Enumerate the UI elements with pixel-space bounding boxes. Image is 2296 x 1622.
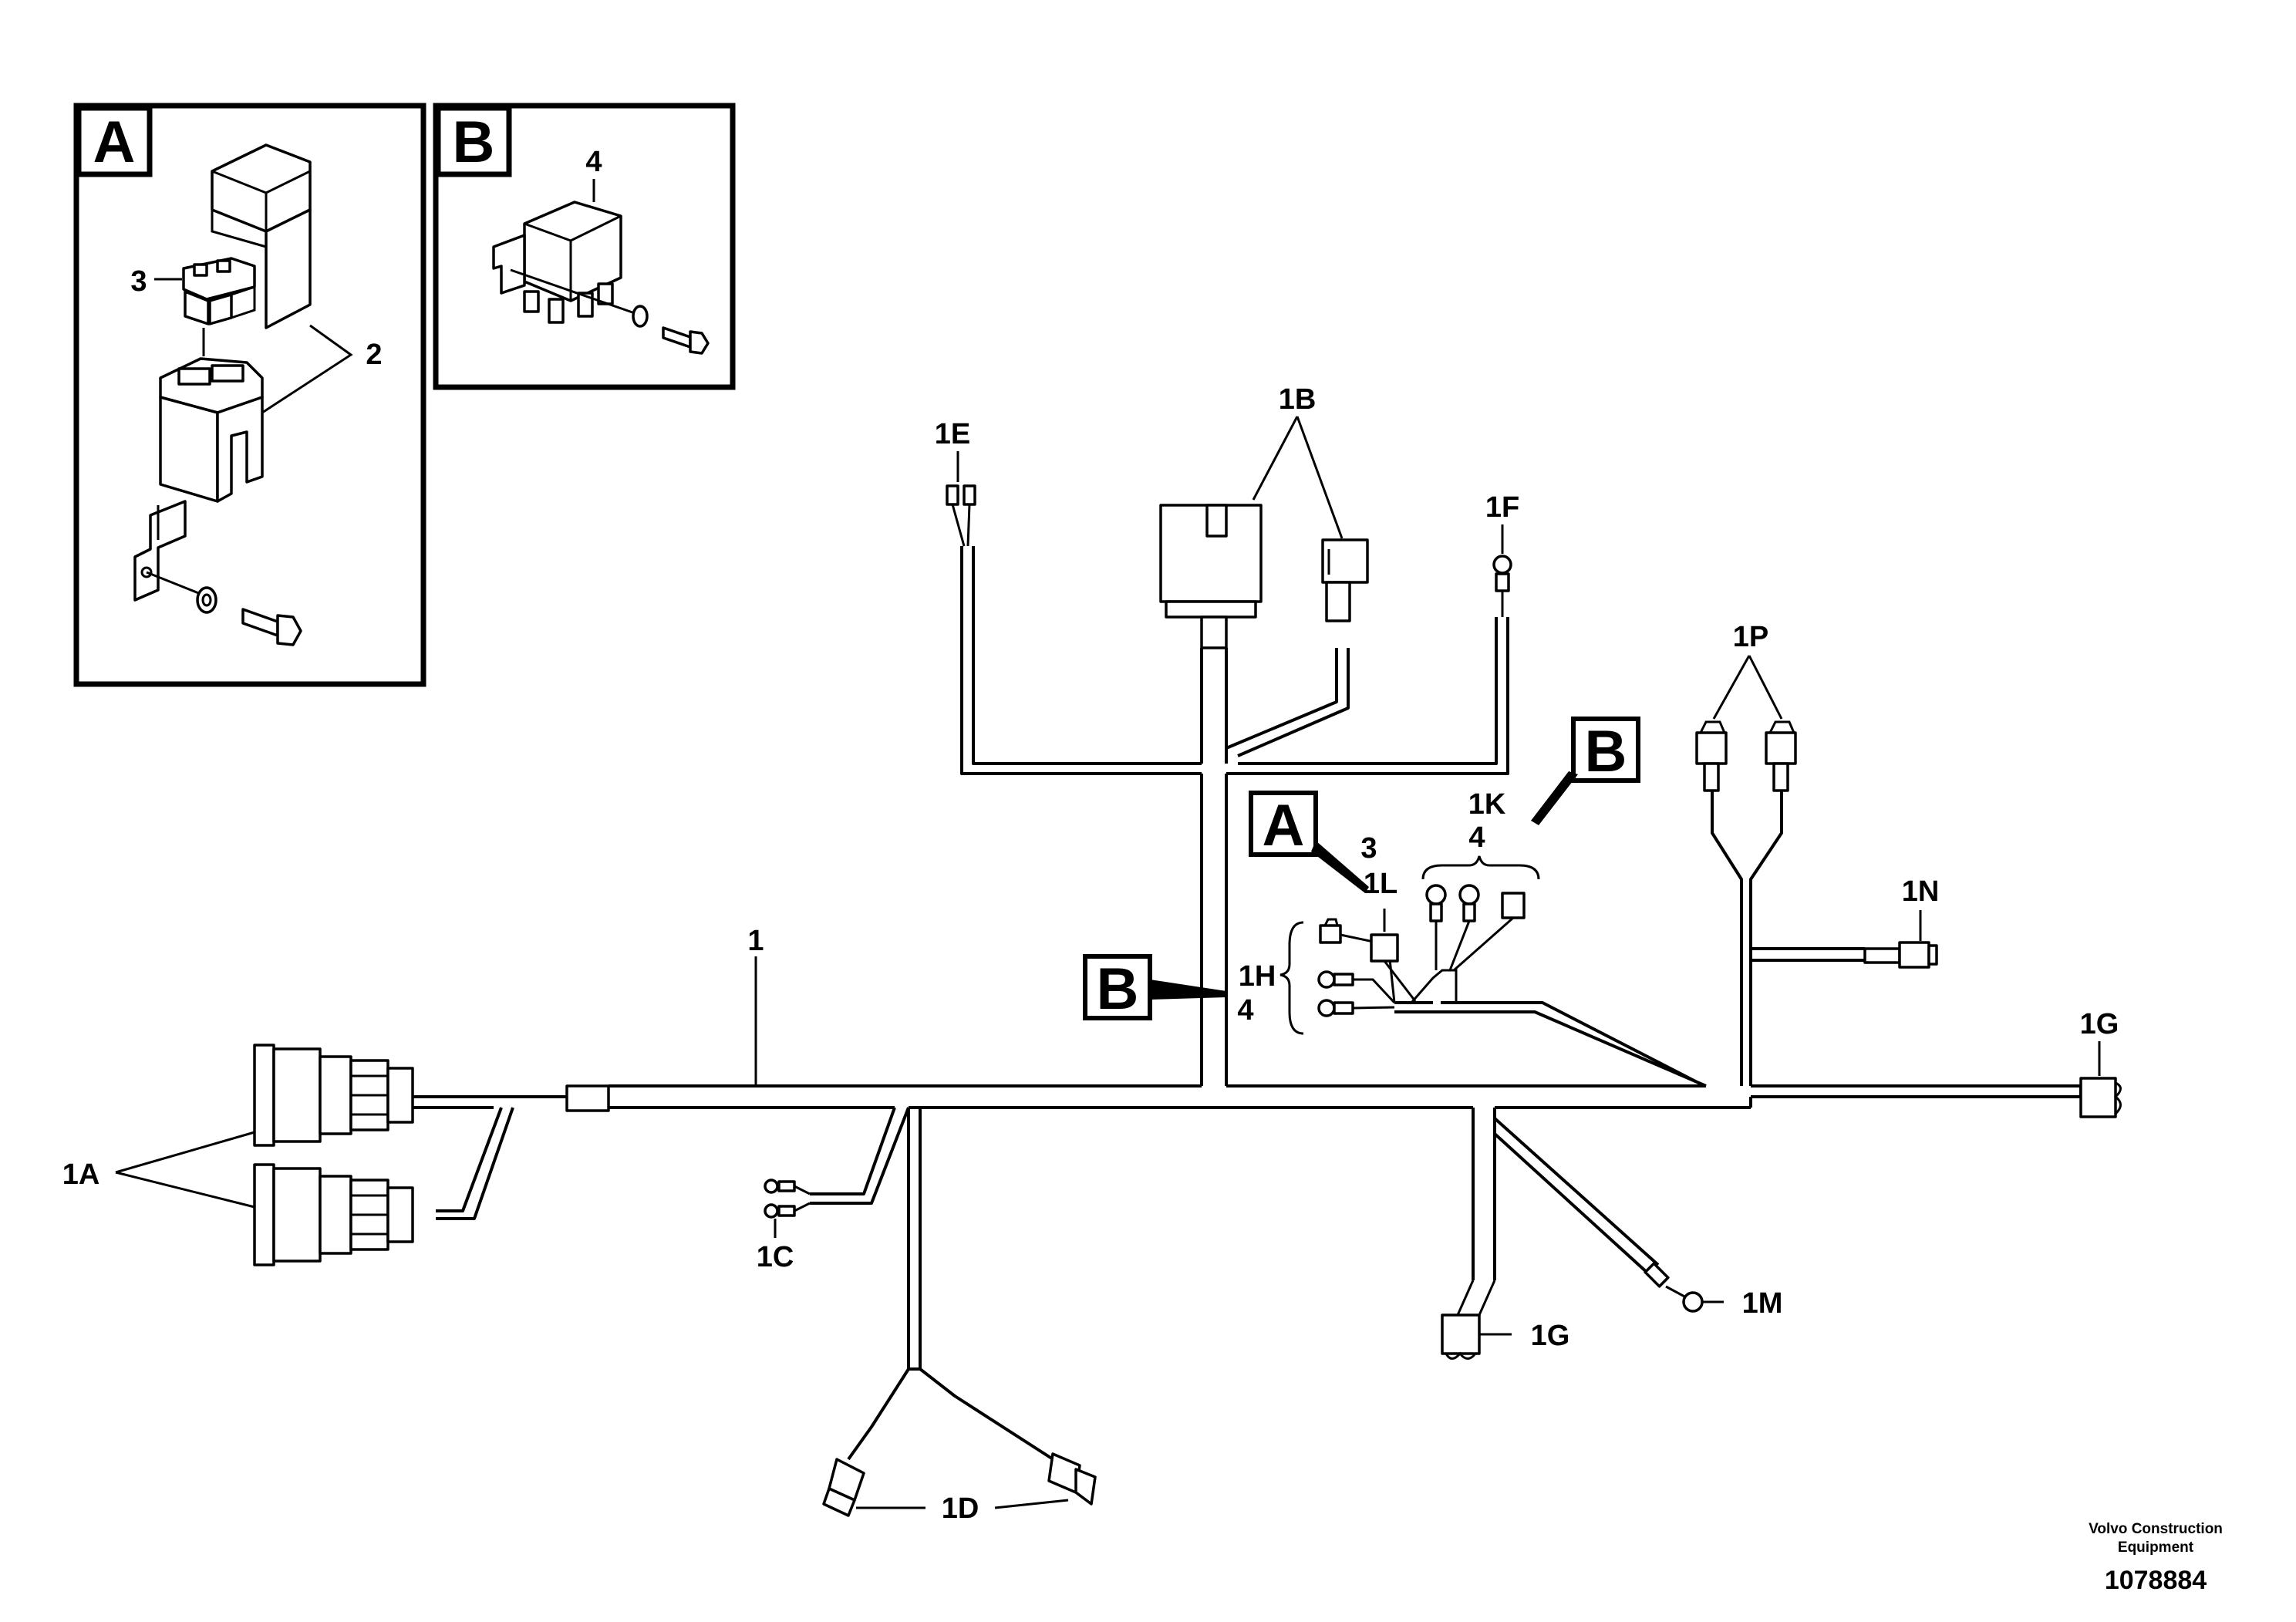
callout-3: 3 (130, 265, 147, 298)
callout-4: 4 (585, 146, 602, 178)
relay-holder-icon (159, 357, 264, 503)
ref-tag-b-top: B (1531, 717, 1640, 825)
label-1G-right: 1G (2080, 1008, 2119, 1040)
label-1A: 1A (62, 1158, 100, 1191)
branch-up-main (1200, 774, 1228, 1086)
connector-1l (1370, 933, 1417, 1002)
label-1E: 1E (935, 418, 970, 450)
footer-company-line1: Volvo Construction (2089, 1521, 2223, 1537)
trunk-top-c (1751, 1084, 2082, 1098)
connector-1m (1644, 1262, 1704, 1313)
ref-tag-a-letter: A (1263, 793, 1305, 858)
bolt-icon (241, 608, 302, 646)
brace-1h (1279, 921, 1304, 1035)
main-harness (413, 546, 2082, 1463)
connector-1g-bottom (1441, 1280, 1496, 1360)
label-1K-sub: 4 (1468, 821, 1485, 854)
branch-1b-right (1226, 648, 1350, 757)
leader-1p (1712, 655, 1783, 720)
ref-tag-a-pointer (1311, 841, 1369, 893)
relay-bolt-icon (662, 326, 710, 355)
connector-1b-large (1159, 504, 1263, 649)
connector-1d-right (1047, 1452, 1097, 1506)
footer: Volvo Construction Equipment 1078884 (2089, 1521, 2223, 1595)
ref-tag-b-top-letter: B (1585, 719, 1627, 784)
ref-tag-b-top-pointer (1531, 771, 1578, 825)
footer-company-line2: Equipment (2118, 1539, 2194, 1556)
ref-tag-b-left-letter: B (1097, 956, 1139, 1022)
relay-socket-icon (182, 257, 256, 325)
branch-1h (1226, 1001, 1707, 1088)
relay-icon (492, 201, 622, 324)
ref-tag-b-left: B (1083, 954, 1226, 1022)
connector-1e (946, 484, 976, 547)
branch-1e (960, 546, 1202, 775)
leader-1b (1252, 416, 1344, 539)
inset-a-letter: A (93, 110, 136, 175)
connector-1h-group (1317, 918, 1396, 1017)
label-1N: 1N (1902, 875, 1940, 908)
branch-1b-left (1200, 648, 1228, 764)
branch-1f (1226, 617, 1509, 775)
bracket-icon (133, 500, 187, 602)
branch-1c (810, 1107, 910, 1205)
trunk-left-stub (413, 1095, 567, 1109)
inset-b-letter: B (453, 110, 495, 175)
branch-1d (847, 1108, 1058, 1463)
label-1K: 1K (1468, 788, 1506, 821)
branch-1n (1751, 947, 1865, 962)
brace-1k (1421, 855, 1540, 880)
label-1D: 1D (942, 1492, 979, 1525)
callout-2: 2 (366, 339, 382, 371)
inset-a: A 3 2 (73, 103, 426, 687)
connector-1a-upper (253, 1044, 414, 1147)
label-1B: 1B (1279, 383, 1317, 416)
leader-1a (115, 1131, 255, 1209)
callout-2-leader (261, 324, 353, 414)
washer-icon (196, 586, 217, 614)
relay-cover-icon (211, 143, 312, 329)
label-1P: 1P (1733, 621, 1768, 653)
connector-1c (764, 1179, 811, 1219)
inset-a-letter-box (76, 105, 153, 177)
branch-1a-lower (436, 1107, 514, 1220)
connector-1b-small (1321, 538, 1369, 622)
connector-1n (1863, 941, 1938, 969)
label-1C: 1C (757, 1241, 794, 1273)
branch-1h-stub (1394, 1001, 1441, 1013)
connector-1k-group (1410, 884, 1526, 1003)
connector-1p-right (1765, 720, 1797, 792)
connector-1f (1492, 555, 1512, 617)
ref-tag-a: A (1249, 791, 1369, 893)
trunk-bottom (609, 1097, 1752, 1109)
ref-tag-b-left-pointer (1150, 980, 1226, 1000)
connector-1a-lower (253, 1163, 414, 1266)
connector-1d-left (822, 1458, 865, 1517)
label-1F: 1F (1485, 491, 1519, 524)
label-1L-sub: 3 (1360, 832, 1377, 865)
connector-1g-right (2079, 1077, 2122, 1118)
connector-1p-left (1695, 720, 1728, 792)
label-1L: 1L (1364, 868, 1397, 900)
inset-b: B 4 (433, 103, 736, 390)
branch-1p (1711, 791, 1783, 1086)
inset-b-letter-box (435, 105, 512, 177)
leader-1d (856, 1499, 1069, 1509)
branch-1g-lower (1472, 1108, 1496, 1280)
label-1H: 1H (1239, 960, 1276, 993)
relay-bolt-axis (510, 268, 633, 314)
bolt-axis (146, 571, 201, 595)
label-1G-bottom: 1G (1531, 1320, 1570, 1352)
label-1: 1 (747, 925, 764, 957)
branch-1m (1493, 1117, 1660, 1276)
harness-grommet (565, 1084, 610, 1112)
relay-washer-icon (632, 305, 649, 328)
label-1M: 1M (1742, 1287, 1783, 1320)
doc-number: 1078884 (2105, 1566, 2207, 1595)
label-1H-sub: 4 (1237, 994, 1253, 1027)
